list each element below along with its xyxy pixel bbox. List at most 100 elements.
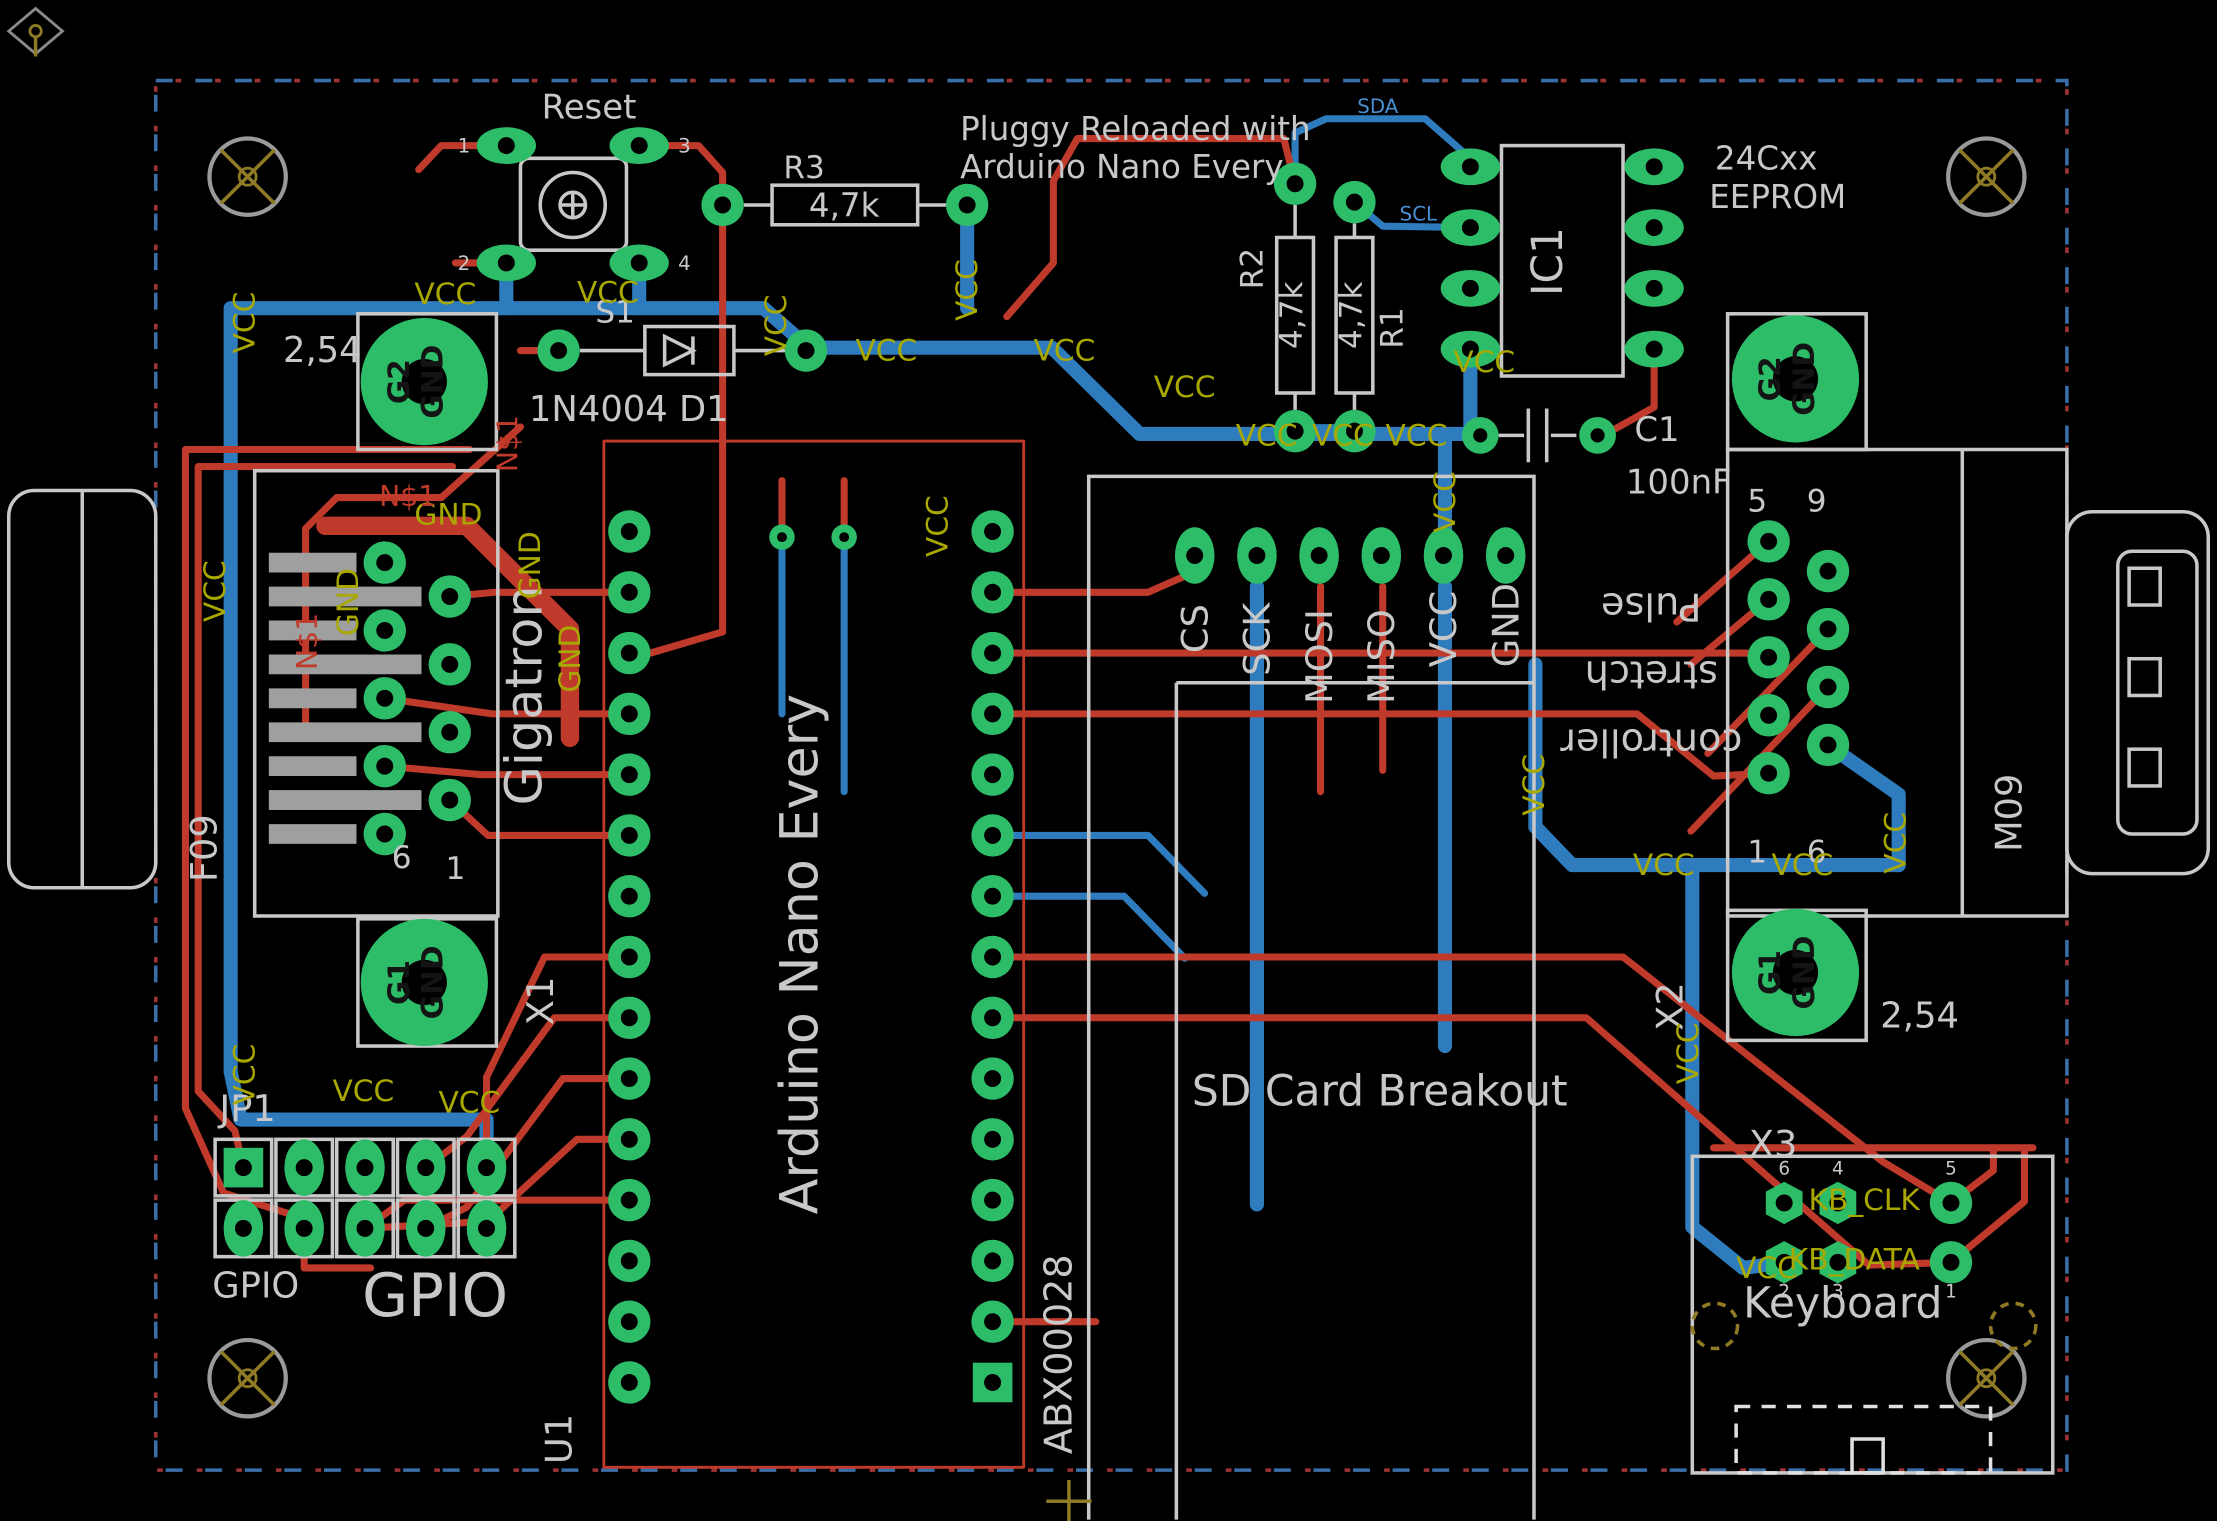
gpio-label: GPIO — [362, 1261, 508, 1330]
mount-hole[interactable] — [209, 139, 285, 215]
x3-pin6-number: 6 — [1778, 1159, 1790, 1180]
r1-refdes: R1 — [1375, 307, 1411, 348]
shield-g2-net: GND — [415, 345, 450, 419]
c1-value: 100nF — [1626, 462, 1732, 501]
shield-g1-net: GND — [415, 946, 450, 1020]
net-label-gnd: GND — [330, 568, 365, 636]
r3-value: 4,7k — [809, 186, 880, 224]
net-label-gnd: GND — [552, 625, 587, 693]
net-label-vcc: VCC — [1386, 417, 1448, 452]
sd-pin-sck: SCK — [1236, 602, 1279, 676]
mount-hole[interactable] — [1948, 1340, 2024, 1416]
net-label-kb-clk: KB_CLK — [1809, 1182, 1922, 1217]
resistor-r3-body[interactable] — [743, 183, 946, 227]
x3-pin5-number: 5 — [1945, 1159, 1957, 1180]
resistor-r1-body[interactable] — [1334, 223, 1375, 410]
net-label-vcc: VCC — [919, 495, 954, 557]
gpio-header-jp1-pads[interactable] — [223, 1139, 507, 1257]
net-label-kb-data: KB_DATA — [1789, 1241, 1921, 1276]
s1-pad1-number: 1 — [458, 135, 471, 158]
s1-pad2-number: 2 — [458, 252, 471, 275]
origin-marker-icon — [6, 6, 65, 57]
resistor-r2-body[interactable] — [1274, 204, 1316, 410]
dsub-m09-body[interactable] — [1725, 312, 2211, 1043]
f09-pin6-number: 6 — [392, 840, 412, 876]
via[interactable] — [769, 524, 795, 550]
shield-g2-name-right: G2 — [1752, 356, 1787, 401]
x2-pitch: 2,54 — [1880, 996, 1959, 1037]
shield-g1-name: G1 — [381, 960, 416, 1005]
sd-pin-vcc: VCC — [1422, 591, 1465, 667]
sd-pin-mosi: MOSI — [1298, 609, 1341, 704]
board-title-line1: Pluggy Reloaded with — [960, 110, 1311, 148]
arduino-module-outline[interactable] — [602, 439, 1026, 1469]
diode-d1-body[interactable] — [579, 324, 787, 377]
m09-package: M09 — [1988, 774, 2031, 852]
x3-pin1-number: 1 — [1945, 1282, 1957, 1303]
net-label-vcc: VCC — [414, 276, 476, 311]
net-label-vcc: VCC — [438, 1084, 500, 1119]
keyboard-connector-x3-outline[interactable] — [1690, 1154, 2055, 1475]
silkscreen — [6, 139, 2211, 1521]
net-label-vcc: VCC — [577, 275, 639, 310]
x2-desc3: controller — [1560, 720, 1742, 764]
sd-pin-miso: MISO — [1360, 609, 1403, 704]
reset-switch-body[interactable] — [518, 156, 629, 252]
c1-refdes: C1 — [1634, 410, 1679, 449]
net-label-vcc: VCC — [1670, 1022, 1705, 1084]
net-label-vcc: VCC — [1453, 344, 1515, 379]
net-label-n1: N$1 — [379, 480, 436, 513]
sd-breakout-pads[interactable] — [1174, 527, 1526, 584]
jp1-name: GPIO — [212, 1266, 299, 1307]
shield-g2-net-right: GND — [1786, 342, 1821, 416]
arduino-label: Arduino Nano Every — [769, 694, 830, 1215]
mount-hole[interactable] — [209, 1340, 285, 1416]
net-labels: VCC VCC VCC VCC VCC VCC VCC VCC VCC VCC … — [197, 95, 1913, 1285]
net-label-vcc: VCC — [1736, 1250, 1798, 1285]
ic1-desc2: EEPROM — [1709, 178, 1846, 216]
capacitor-c1-body[interactable] — [1498, 408, 1577, 463]
m09-pin5-number: 5 — [1747, 484, 1767, 520]
mount-hole[interactable] — [1948, 139, 2024, 215]
net-label-sda: SDA — [1357, 95, 1398, 118]
net-label-vcc: VCC — [227, 292, 262, 354]
net-label-vcc: VCC — [1878, 812, 1913, 874]
keyboard-label: Keyboard — [1743, 1278, 1942, 1327]
shield-g2-name: G2 — [381, 359, 416, 404]
fiducial-cross — [1046, 1480, 1092, 1521]
gigatron-label: Gigatron — [495, 585, 554, 805]
pads[interactable] — [223, 127, 1973, 1404]
ic1-desc1: 24Cxx — [1715, 140, 1818, 178]
sd-pin-gnd: GND — [1484, 583, 1527, 667]
jp1-refdes: JP1 — [217, 1087, 275, 1130]
s1-pad3-number: 3 — [678, 135, 691, 158]
sd-breakout-outline[interactable] — [1086, 474, 1536, 1520]
via[interactable] — [831, 524, 857, 550]
x3-refdes: X3 — [1749, 1122, 1798, 1165]
net-label-vcc: VCC — [1633, 847, 1695, 882]
r3-refdes: R3 — [783, 150, 824, 186]
x2-desc1: Pulse — [1601, 585, 1701, 629]
r2-value: 4,7k — [1274, 282, 1310, 349]
x3-pin3-number: 3 — [1832, 1282, 1844, 1303]
arduino-pads[interactable] — [608, 510, 1014, 1404]
net-label-gnd: GND — [512, 531, 547, 599]
m09-pin9-number: 9 — [1807, 484, 1827, 520]
s1-pad4-number: 4 — [678, 252, 691, 275]
eeprom-ic1-body[interactable] — [1499, 143, 1625, 378]
net-label-vcc: VCC — [855, 332, 917, 367]
m09-pin1-number: 1 — [1747, 834, 1767, 870]
net-label-vcc: VCC — [332, 1073, 394, 1108]
net-label-vcc: VCC — [1312, 417, 1374, 452]
x2-refdes: X2 — [1648, 982, 1691, 1031]
dsub-f09-body[interactable] — [6, 312, 500, 1048]
x1-refdes: X1 — [519, 977, 562, 1026]
net-label-vcc: VCC — [949, 259, 984, 321]
x3-pin4-number: 4 — [1832, 1159, 1844, 1180]
net-label-n1: N$1 — [492, 415, 525, 472]
net-label-gnd: GND — [414, 496, 482, 531]
net-label-n1: N$1 — [291, 613, 324, 670]
net-label-vcc: VCC — [1771, 847, 1833, 882]
